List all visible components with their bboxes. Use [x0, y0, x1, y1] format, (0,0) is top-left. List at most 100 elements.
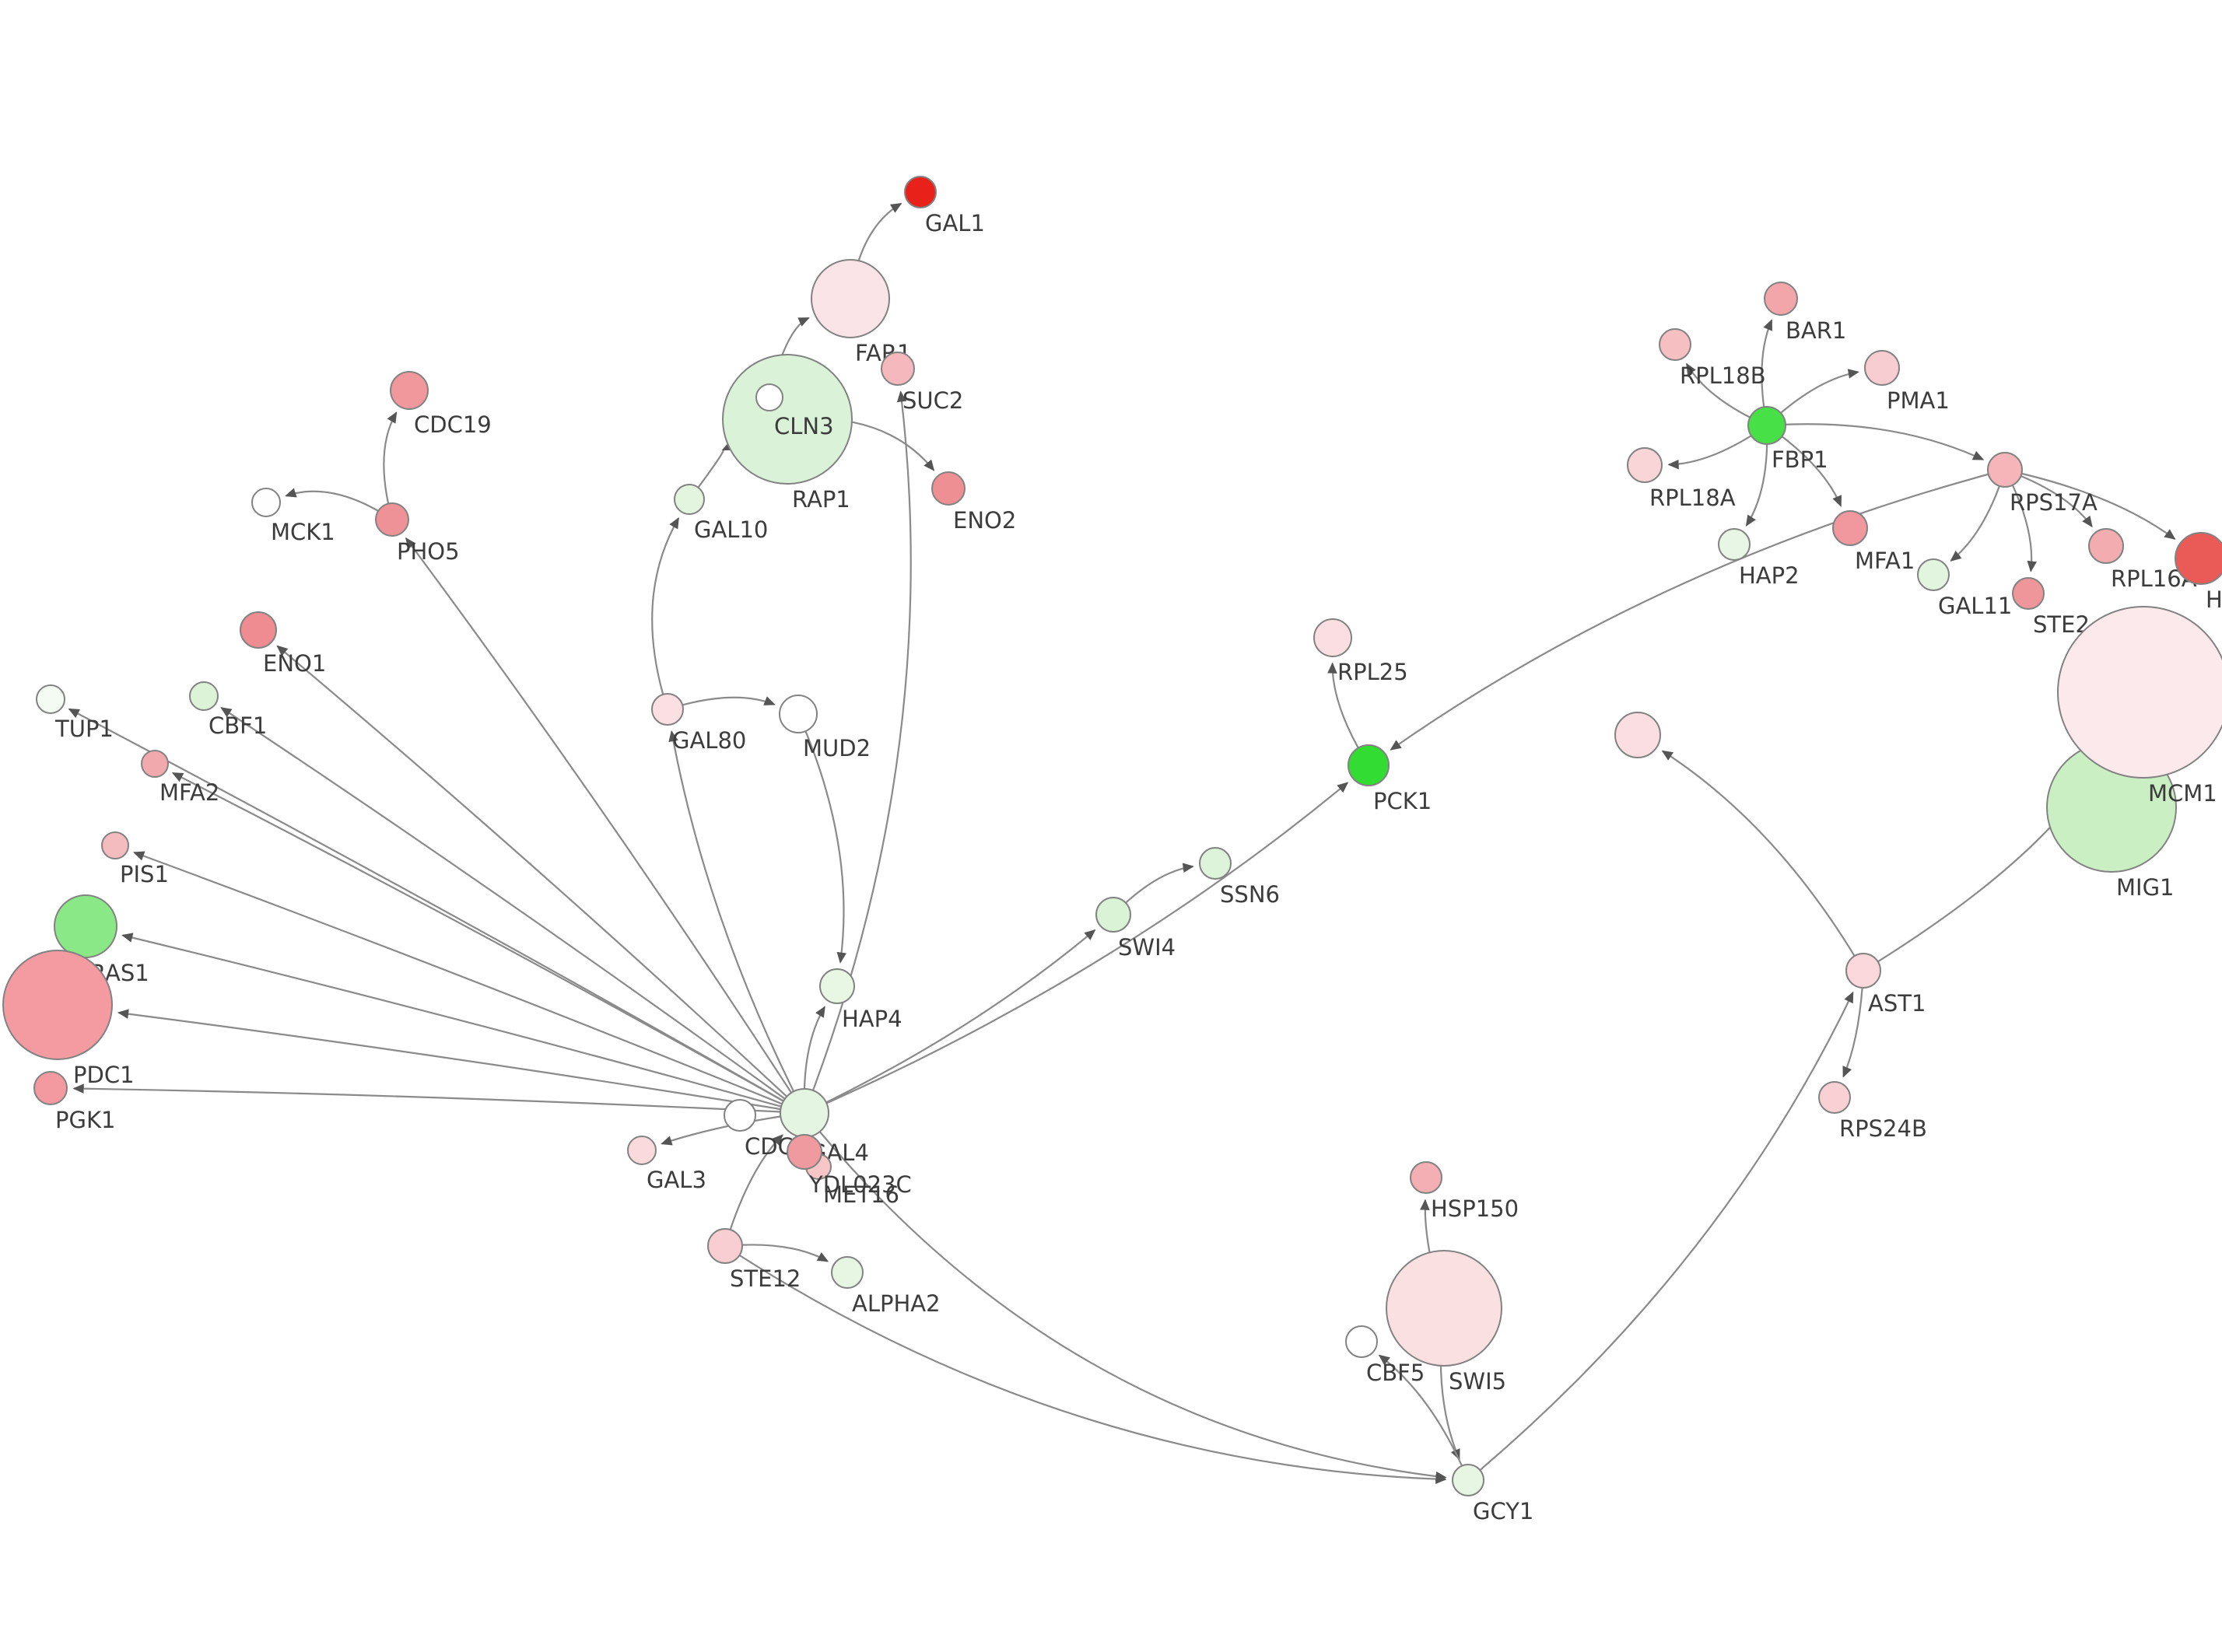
- node-pma1[interactable]: [1864, 350, 1900, 386]
- node-label-rpl25: RPL25: [1337, 659, 1408, 685]
- edge-gal4-eno1[interactable]: [276, 645, 805, 1114]
- edge-rps17a-his4[interactable]: [2004, 468, 2176, 540]
- node-label-rpl18a: RPL18A: [1649, 485, 1736, 511]
- node-label-fbp1: FBP1: [1772, 446, 1828, 473]
- node-ste12[interactable]: [707, 1228, 743, 1264]
- node-mck1[interactable]: [251, 488, 281, 517]
- node-label-ssn6: SSN6: [1220, 881, 1280, 908]
- node-far1[interactable]: [811, 259, 890, 338]
- edge-gal4-pgk1[interactable]: [72, 1083, 805, 1115]
- node-tup1[interactable]: [36, 684, 65, 714]
- node-pdc1[interactable]: [2, 950, 113, 1060]
- node-label-alpha2: ALPHA2: [852, 1290, 941, 1317]
- node-hap2[interactable]: [1718, 528, 1751, 561]
- node-label-gal80: GAL80: [672, 727, 746, 754]
- node-pis1[interactable]: [101, 831, 129, 859]
- node-mud2[interactable]: [779, 695, 818, 733]
- node-swi4[interactable]: [1095, 897, 1131, 933]
- node-label-ast1: AST1: [1868, 990, 1926, 1017]
- node-rap1[interactable]: [722, 354, 853, 485]
- node-pck1[interactable]: [1348, 744, 1390, 786]
- edge-ast1-n1[interactable]: [1661, 750, 1864, 971]
- edge-ste12-gcy1[interactable]: [724, 1245, 1447, 1484]
- node-mcm1[interactable]: [2057, 606, 2222, 779]
- node-his4[interactable]: [2175, 532, 2222, 585]
- edge-gal4-gal80[interactable]: [668, 730, 805, 1114]
- node-pho5[interactable]: [375, 502, 409, 537]
- node-fbp1[interactable]: [1747, 406, 1786, 445]
- node-rps17a[interactable]: [1987, 452, 2023, 488]
- node-label-gal10: GAL10: [694, 516, 768, 543]
- node-gal10[interactable]: [674, 484, 705, 515]
- edge-mud2-hap4[interactable]: [797, 713, 847, 964]
- edge-gal4-mfa2[interactable]: [171, 772, 805, 1114]
- node-ste2[interactable]: [2012, 577, 2045, 610]
- node-label-rps24b: RPS24B: [1839, 1115, 1927, 1142]
- node-label-rps17a: RPS17A: [2010, 489, 2098, 516]
- edge-gal4-cbf1[interactable]: [220, 706, 805, 1114]
- node-label-ste12: STE12: [730, 1265, 801, 1292]
- node-ydl023c[interactable]: [787, 1134, 822, 1170]
- node-label-mfa1: MFA1: [1855, 548, 1915, 574]
- edge-gal4-gcy1[interactable]: [804, 1112, 1447, 1482]
- node-alpha2[interactable]: [831, 1256, 864, 1289]
- node-label-mck1: MCK1: [271, 519, 335, 545]
- node-gal11[interactable]: [1917, 558, 1950, 591]
- node-rpl18b[interactable]: [1659, 328, 1691, 361]
- node-label-suc2: SUC2: [902, 387, 963, 414]
- node-suc2[interactable]: [881, 352, 915, 386]
- edge-gal4-pdc1[interactable]: [117, 1009, 805, 1115]
- node-eno1[interactable]: [240, 611, 277, 649]
- node-mfa1[interactable]: [1832, 510, 1868, 546]
- node-label-gcy1: GCY1: [1473, 1498, 1533, 1524]
- node-gal4[interactable]: [780, 1088, 829, 1138]
- node-gal3[interactable]: [627, 1136, 657, 1165]
- edge-gal4-suc2[interactable]: [803, 390, 912, 1114]
- edge-gcy1-ast1[interactable]: [1467, 991, 1854, 1481]
- node-gal1[interactable]: [904, 176, 937, 208]
- edge-rps17a-pck1[interactable]: [1390, 468, 2006, 751]
- node-label-rpl18b: RPL18B: [1680, 362, 1766, 389]
- node-n1[interactable]: [1614, 712, 1661, 758]
- node-cbf5[interactable]: [1345, 1325, 1378, 1358]
- node-gal80[interactable]: [651, 693, 684, 726]
- node-hap4[interactable]: [819, 968, 855, 1004]
- edge-gal80-gal10[interactable]: [651, 516, 680, 710]
- edge-fbp1-rps17a[interactable]: [1766, 423, 1985, 460]
- node-swi5[interactable]: [1386, 1250, 1502, 1367]
- node-cbf1[interactable]: [189, 681, 219, 711]
- node-label-swi4: SWI4: [1118, 934, 1176, 961]
- node-cln3[interactable]: [755, 383, 783, 411]
- node-gcy1[interactable]: [1452, 1464, 1484, 1496]
- edge-gal4-swi4[interactable]: [804, 929, 1096, 1114]
- node-label-mcm1: MCM1: [2148, 780, 2217, 807]
- node-label-cbf1: CBF1: [209, 712, 267, 739]
- node-label-eno2: ENO2: [953, 507, 1016, 534]
- node-bar1[interactable]: [1764, 282, 1798, 316]
- node-cdc19[interactable]: [390, 371, 429, 410]
- edge-gal4-pis1[interactable]: [132, 851, 805, 1115]
- node-label-mig1: MIG1: [2116, 874, 2175, 901]
- node-ast1[interactable]: [1845, 953, 1881, 989]
- node-rpl18a[interactable]: [1627, 447, 1663, 483]
- edge-gal4-ras1[interactable]: [121, 933, 805, 1115]
- node-rpl25[interactable]: [1313, 618, 1352, 657]
- node-label-pma1: PMA1: [1887, 387, 1950, 414]
- node-cdc6[interactable]: [724, 1099, 756, 1132]
- edge-gcy1-cbf5[interactable]: [1378, 1354, 1470, 1481]
- node-ras1[interactable]: [54, 894, 117, 958]
- node-hsp150[interactable]: [1410, 1161, 1442, 1194]
- node-ssn6[interactable]: [1199, 847, 1232, 880]
- node-eno2[interactable]: [931, 471, 966, 506]
- edge-gal4-pck1[interactable]: [804, 782, 1349, 1115]
- node-mfa2[interactable]: [141, 750, 169, 778]
- node-rpl16a[interactable]: [2088, 528, 2124, 564]
- node-rps24b[interactable]: [1818, 1081, 1851, 1114]
- node-label-pgk1: PGK1: [55, 1107, 115, 1133]
- node-label-pck1: PCK1: [1373, 788, 1432, 814]
- node-label-cln3: CLN3: [774, 413, 834, 439]
- node-pgk1[interactable]: [33, 1071, 68, 1105]
- edge-gal4-pho5[interactable]: [405, 537, 805, 1114]
